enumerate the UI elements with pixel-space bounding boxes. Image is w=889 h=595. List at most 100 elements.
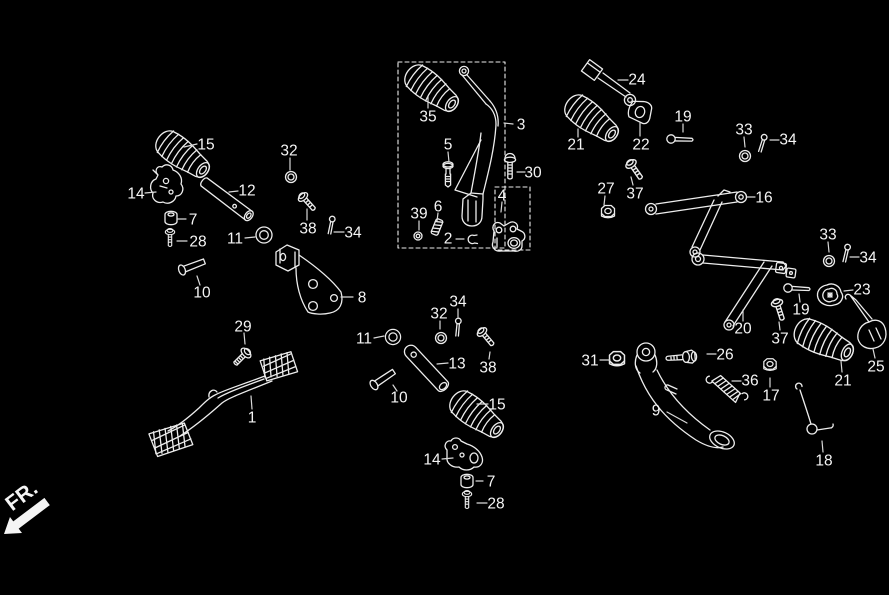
- center-lower-group: [367, 317, 511, 510]
- part-label-25: 25: [867, 359, 884, 376]
- part-label-34: 34: [344, 225, 362, 242]
- part-label-17: 17: [762, 388, 779, 405]
- leader-line-14: [144, 191, 157, 194]
- part-label-31: 31: [581, 353, 598, 370]
- part-label-27: 27: [597, 181, 614, 198]
- leader-line-10: [392, 384, 398, 392]
- part-37-bolt: [623, 156, 647, 183]
- part-29-bolt: [233, 347, 252, 366]
- leader-line-1: [250, 395, 253, 410]
- part-37-bolt: [769, 296, 789, 323]
- leader-line-12: [228, 190, 239, 193]
- leader-line-11: [373, 335, 385, 339]
- part-36-spring: [705, 374, 749, 404]
- part-label-24: 24: [628, 72, 646, 89]
- part-label-18: 18: [815, 453, 832, 470]
- leader-line-3: [503, 122, 514, 125]
- part-11-washer: [255, 226, 273, 244]
- part-30-bolt: [503, 152, 517, 180]
- leader-line-33: [743, 136, 746, 148]
- brake-pedal-group: [148, 347, 299, 458]
- part-22-joint-piece: [627, 100, 653, 125]
- leader-line-6: [436, 212, 439, 222]
- leader-line-33: [827, 241, 830, 253]
- part-label-30: 30: [524, 165, 542, 182]
- part-31-nut: [608, 350, 626, 367]
- part-label-14: 14: [423, 452, 441, 469]
- leader-line-9: [666, 411, 688, 424]
- leader-line-19: [798, 293, 801, 303]
- part-6-spring: [430, 218, 444, 236]
- part-39-washer: [413, 231, 423, 241]
- part-label-15: 15: [197, 137, 214, 154]
- part-2-clip: [467, 234, 479, 245]
- part-label-33: 33: [819, 227, 836, 244]
- part-label-21: 21: [834, 373, 851, 390]
- leader-line-5: [447, 151, 450, 163]
- leader-line-29: [243, 332, 246, 345]
- part-32-nut: [284, 170, 298, 184]
- part-label-5: 5: [444, 137, 453, 154]
- leader-line-21: [840, 360, 843, 373]
- part-label-16: 16: [755, 190, 772, 207]
- part-7-collar: [460, 473, 474, 489]
- part-label-36: 36: [741, 373, 758, 390]
- part-label-12: 12: [238, 183, 255, 200]
- part-19-pivot-pin: [666, 134, 694, 145]
- part-7-collar: [164, 210, 178, 226]
- part-19-pivot-pin: [782, 282, 811, 294]
- part-label-21: 21: [567, 137, 584, 154]
- part-label-6: 6: [434, 199, 443, 216]
- part-34-cotter-pin: [841, 243, 852, 264]
- part-label-33: 33: [735, 122, 752, 139]
- part-8-bracket: [275, 244, 343, 315]
- part-25-stand-foot: [844, 293, 887, 350]
- sub-assembly-box: [494, 186, 531, 251]
- part-1-brake-pedal: [148, 351, 299, 458]
- part-label-28: 28: [487, 496, 504, 513]
- part-27-nut: [600, 204, 616, 219]
- part-label-39: 39: [410, 206, 427, 223]
- part-33-washer: [822, 254, 836, 268]
- part-38-bolt: [474, 324, 498, 350]
- leader-line-15: [183, 143, 198, 148]
- part-label-19: 19: [674, 109, 691, 126]
- part-label-34: 34: [859, 250, 877, 267]
- part-15-footpeg-rubber: [443, 384, 511, 446]
- leader-line-13: [436, 362, 449, 365]
- part-label-23: 23: [853, 282, 870, 299]
- part-13-link-bar: [403, 344, 450, 393]
- leader-line-10: [196, 275, 201, 286]
- link-rod-group: [691, 252, 797, 331]
- fr-direction-marker: FR.: [1, 477, 50, 534]
- part-label-11: 11: [356, 331, 372, 348]
- part-label-14: 14: [127, 186, 145, 203]
- part-label-37: 37: [626, 186, 643, 203]
- part-18-spring-hook: [794, 382, 834, 435]
- leader-line-37: [778, 321, 781, 331]
- part-label-15: 15: [488, 397, 505, 414]
- part-label-37: 37: [771, 331, 788, 348]
- part-label-9: 9: [652, 403, 661, 420]
- part-23-rubber-stopper: [816, 283, 844, 307]
- part-14-joint-bracket: [149, 164, 184, 204]
- part-5-bolt: [442, 161, 454, 188]
- part-label-38: 38: [299, 221, 316, 238]
- part-label-28: 28: [189, 234, 206, 251]
- part-9-side-stand: [634, 342, 735, 450]
- part-label-29: 29: [234, 319, 251, 336]
- part-33-washer: [738, 149, 752, 163]
- part-20-link-rod: [702, 254, 797, 331]
- part-3-lever: [454, 65, 499, 227]
- part-label-32: 32: [430, 306, 447, 323]
- left-footrest-group: [149, 124, 343, 315]
- part-34-cotter-pin: [454, 317, 462, 337]
- part-4-bracket: [491, 221, 526, 252]
- part-label-8: 8: [358, 290, 367, 307]
- right-footrest-group: [558, 58, 769, 258]
- lever-boxed-group: [398, 58, 526, 252]
- leader-line-11: [244, 236, 256, 239]
- right-middle-group: [769, 243, 887, 369]
